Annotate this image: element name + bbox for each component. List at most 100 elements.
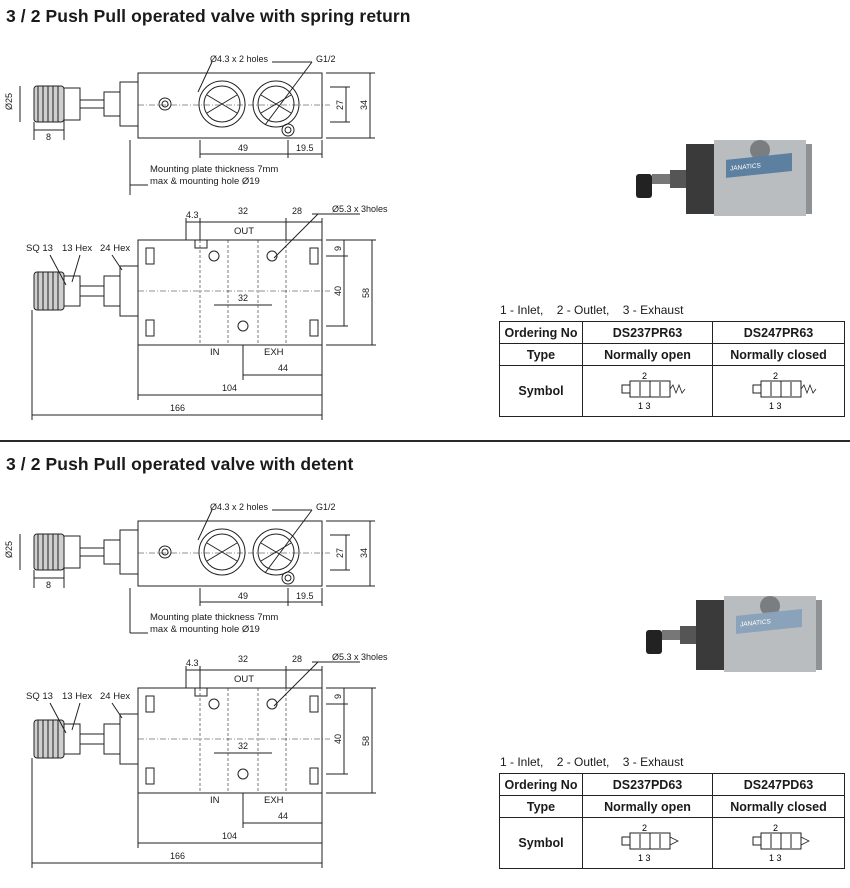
dim-hex24: 24 Hex	[100, 243, 130, 254]
dim-h-58: 58	[361, 288, 371, 298]
dim-44: 44	[278, 811, 288, 821]
valve-symbol-icon: 2 1 3	[752, 823, 810, 863]
dim-h-34: 34	[359, 100, 369, 110]
dim-hex24: 24 Hex	[100, 691, 130, 702]
type-b: Normally closed	[712, 795, 845, 818]
symbol-port-13: 1 3	[769, 401, 782, 411]
symbol-port-13: 1 3	[638, 401, 651, 411]
valve-symbol-icon: 2 1 3	[621, 371, 685, 411]
dim-len-8: 8	[46, 132, 51, 142]
dim-hex13: 13 Hex	[62, 691, 92, 702]
dim-holes-big: Ø5.3 x 3holes	[332, 652, 388, 662]
dim-166: 166	[170, 851, 185, 861]
note-mounting-2: max & mounting hole Ø19	[150, 176, 260, 187]
section-detent: 3 / 2 Push Pull operated valve with dete…	[0, 448, 850, 888]
technical-drawing: Ø4.3 x 2 holes G1/2 Ø25 8 49 19.5 27 34 …	[4, 502, 822, 868]
symbol-port-2: 2	[642, 371, 647, 381]
dim-32-mid: 32	[238, 741, 248, 751]
dim-sq13: SQ 13	[26, 243, 53, 254]
type-b: Normally closed	[712, 343, 845, 366]
dim-h-27: 27	[335, 100, 345, 110]
symbol-port-2: 2	[773, 823, 778, 833]
dim-len-19-5: 19.5	[296, 143, 314, 153]
legend-exhaust: 3 - Exhaust	[622, 303, 684, 317]
dim-diameter: Ø25	[4, 93, 14, 110]
section-title: 3 / 2 Push Pull operated valve with spri…	[6, 6, 411, 26]
dim-4-3: 4.3	[186, 658, 199, 668]
section-spring-return: 3 / 2 Push Pull operated valve with spri…	[0, 0, 850, 440]
technical-drawing: Ø4.3 x 2 holes G1/2 Ø25 8 49 19.5 27 34 …	[4, 54, 812, 420]
type-a: Normally open	[582, 795, 713, 818]
valve-symbol-icon: 2 1 3	[752, 371, 816, 411]
dim-holes-big: Ø5.3 x 3holes	[332, 204, 388, 214]
dim-len-49: 49	[238, 591, 248, 601]
dim-h-34: 34	[359, 548, 369, 558]
note-mounting-1: Mounting plate thickness 7mm	[150, 612, 278, 623]
dim-diameter: Ø25	[4, 541, 14, 558]
port-in: IN	[210, 795, 220, 806]
symbol-port-2: 2	[773, 371, 778, 381]
port-exh: EXH	[264, 795, 284, 806]
port-out: OUT	[234, 674, 254, 685]
dim-port: G1/2	[316, 502, 336, 512]
legend-inlet: 1 - Inlet,	[500, 755, 544, 769]
dim-166: 166	[170, 403, 185, 413]
model-b: DS247PR63	[712, 321, 845, 344]
dim-holes-small: Ø4.3 x 2 holes	[210, 54, 269, 64]
port-legend: 1 - Inlet, 2 - Outlet, 3 - Exhaust	[500, 755, 693, 769]
legend-outlet: 2 - Outlet,	[556, 303, 610, 317]
dim-32-top: 32	[238, 654, 248, 664]
dim-44: 44	[278, 363, 288, 373]
symbol-b: 2 1 3	[712, 817, 845, 869]
product-photo: JANATICS	[636, 140, 812, 216]
dim-sq13: SQ 13	[26, 691, 53, 702]
ordering-table: Ordering No DS237PD63 DS247PD63 Type Nor…	[499, 773, 845, 869]
symbol-a: 2 1 3	[582, 365, 713, 417]
model-a: DS237PR63	[582, 321, 713, 344]
port-out: OUT	[234, 226, 254, 237]
section-title: 3 / 2 Push Pull operated valve with dete…	[6, 454, 354, 474]
dim-len-8: 8	[46, 580, 51, 590]
header-type: Type	[499, 795, 583, 818]
product-photo: JANATICS	[646, 596, 822, 672]
ordering-table: Ordering No DS237PR63 DS247PR63 Type Nor…	[499, 321, 845, 417]
symbol-port-2: 2	[642, 823, 647, 833]
dim-h-9: 9	[333, 694, 343, 699]
dim-4-3: 4.3	[186, 210, 199, 220]
legend-inlet: 1 - Inlet,	[500, 303, 544, 317]
port-legend: 1 - Inlet, 2 - Outlet, 3 - Exhaust	[500, 303, 693, 317]
dim-104: 104	[222, 831, 237, 841]
dim-holes-small: Ø4.3 x 2 holes	[210, 502, 269, 512]
symbol-a: 2 1 3	[582, 817, 713, 869]
valve-symbol-icon: 2 1 3	[621, 823, 679, 863]
dim-28: 28	[292, 654, 302, 664]
dim-hex13: 13 Hex	[62, 243, 92, 254]
brand-label: JANATICS	[740, 618, 772, 628]
header-type: Type	[499, 343, 583, 366]
symbol-b: 2 1 3	[712, 365, 845, 417]
model-a: DS237PD63	[582, 773, 713, 796]
header-ordering-no: Ordering No	[499, 321, 583, 344]
dim-len-19-5: 19.5	[296, 591, 314, 601]
section-divider	[0, 440, 850, 442]
dim-h-40: 40	[333, 286, 343, 296]
header-symbol: Symbol	[499, 365, 583, 417]
valve-body-front	[137, 239, 323, 346]
symbol-port-13: 1 3	[769, 853, 782, 863]
brand-label: JANATICS	[730, 162, 762, 172]
port-in: IN	[210, 347, 220, 358]
note-mounting-1: Mounting plate thickness 7mm	[150, 164, 278, 175]
symbol-port-13: 1 3	[638, 853, 651, 863]
dim-len-49: 49	[238, 143, 248, 153]
dim-104: 104	[222, 383, 237, 393]
dim-h-58: 58	[361, 736, 371, 746]
type-a: Normally open	[582, 343, 713, 366]
dim-h-40: 40	[333, 734, 343, 744]
header-symbol: Symbol	[499, 817, 583, 869]
legend-outlet: 2 - Outlet,	[556, 755, 610, 769]
header-ordering-no: Ordering No	[499, 773, 583, 796]
dim-port: G1/2	[316, 54, 336, 64]
dim-h-27: 27	[335, 548, 345, 558]
dim-h-9: 9	[333, 246, 343, 251]
dim-32-top: 32	[238, 206, 248, 216]
